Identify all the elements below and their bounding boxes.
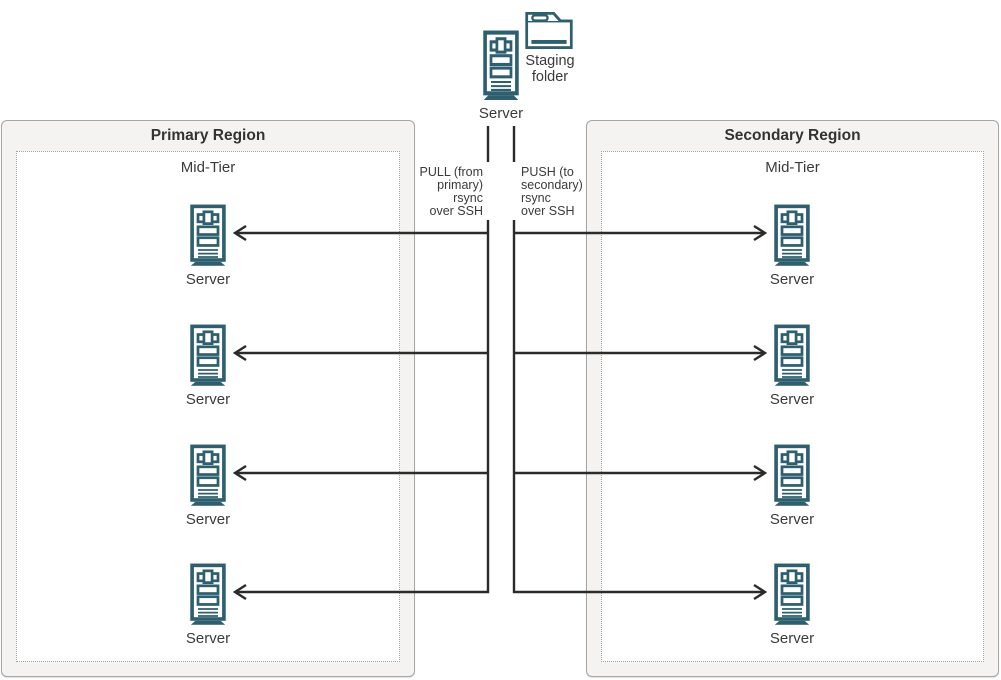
secondary-server-node-3: Server: [762, 444, 822, 528]
server-label: Server: [185, 511, 231, 528]
pull-connection-label: PULL (from primary) rsync over SSH: [419, 165, 483, 218]
staging-folder-icon: [525, 11, 573, 55]
push-connection-label: PUSH (to secondary) rsync over SSH: [521, 165, 583, 218]
server-icon: [188, 324, 228, 386]
staging-server-node: Server: [469, 30, 533, 122]
server-label: Server: [769, 271, 815, 288]
staging-folder-label-line1: Staging: [525, 53, 575, 69]
primary-server-node-1: Server: [178, 204, 238, 288]
primary-midtier-label: Mid-Tier: [180, 159, 236, 176]
server-icon: [772, 204, 812, 266]
secondary-server-node-2: Server: [762, 324, 822, 408]
primary-server-node-4: Server: [178, 563, 238, 647]
server-icon: [188, 563, 228, 625]
secondary-server-node-4: Server: [762, 563, 822, 647]
server-icon: [772, 444, 812, 506]
staging-server-label: Server: [478, 105, 524, 122]
server-icon: [188, 444, 228, 506]
server-icon: [772, 563, 812, 625]
server-icon: [188, 204, 228, 266]
server-label: Server: [185, 391, 231, 408]
server-label: Server: [769, 391, 815, 408]
server-label: Server: [769, 511, 815, 528]
secondary-server-node-1: Server: [762, 204, 822, 288]
primary-server-node-2: Server: [178, 324, 238, 408]
server-label: Server: [185, 271, 231, 288]
primary-server-node-3: Server: [178, 444, 238, 528]
server-label: Server: [769, 630, 815, 647]
secondary-midtier-label: Mid-Tier: [765, 159, 820, 176]
server-icon: [772, 324, 812, 386]
server-label: Server: [185, 630, 231, 647]
staging-folder-label: Staging folder: [512, 53, 588, 85]
primary-region-title: Primary Region: [150, 127, 266, 144]
staging-folder-label-line2: folder: [531, 69, 569, 85]
secondary-region-title: Secondary Region: [724, 127, 861, 144]
